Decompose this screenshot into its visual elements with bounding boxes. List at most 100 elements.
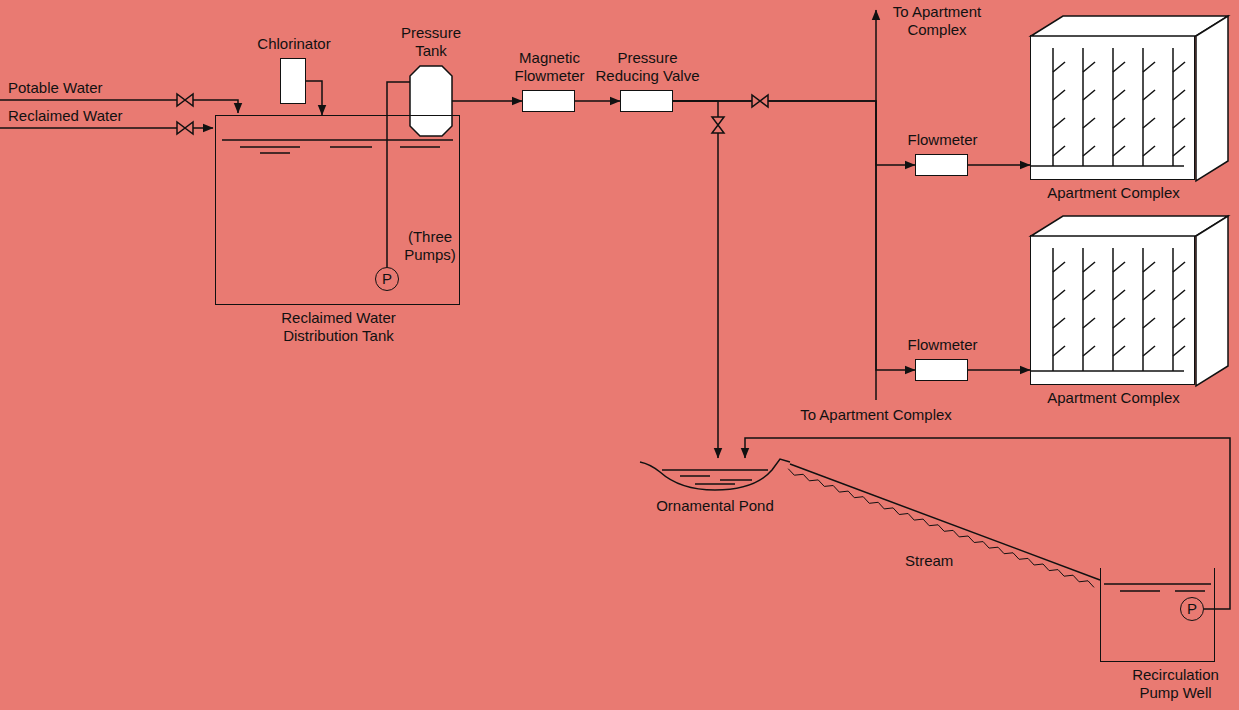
ornamental-pond: Ornamental Pond — [640, 458, 790, 492]
node-label: Pressure Reducing Valve — [592, 49, 704, 85]
roof-face — [1031, 16, 1228, 36]
riser-pipe — [1112, 248, 1114, 371]
flowmeter-box: Flowmeter — [915, 359, 968, 381]
branch-pipe — [1053, 90, 1065, 100]
node-label: Reclaimed Water Distribution Tank — [269, 309, 409, 345]
distribution-tank: PReclaimed Water Distribution Tank — [215, 115, 460, 305]
pump-symbol: P — [375, 267, 399, 291]
branch-pipe — [1143, 262, 1155, 272]
pipe-connector — [745, 438, 1230, 609]
branch-pipe — [1143, 290, 1155, 300]
pipe-work — [0, 10, 1211, 591]
valve-symbol — [712, 117, 724, 133]
tank-outline — [410, 66, 452, 136]
pipe-connector — [968, 164, 1030, 166]
outlet-label: To Apartment Complex — [776, 406, 976, 424]
flowmeter-box: Magnetic Flowmeter — [522, 90, 575, 112]
branch-pipe — [1143, 62, 1155, 72]
branch-pipe — [1083, 290, 1095, 300]
pipe-connector — [968, 369, 1030, 371]
ornamental-pond-outline — [640, 458, 790, 492]
riser-header — [1031, 165, 1184, 167]
branch-pipe — [1113, 146, 1125, 156]
riser-pipe — [1082, 48, 1084, 166]
branch-pipe — [1173, 146, 1185, 156]
inlet-label: Potable Water — [8, 79, 103, 97]
branch-pipe — [1173, 290, 1185, 300]
branch-pipe — [1113, 346, 1125, 356]
supply-trunk — [875, 10, 877, 400]
riser-pipe — [1172, 48, 1174, 166]
branch-pipe — [1053, 62, 1065, 72]
pipe-connector — [673, 101, 915, 370]
chlorinator-box: Chlorinator — [280, 58, 306, 104]
node-label: Magnetic Flowmeter — [505, 49, 595, 85]
well-water — [1104, 584, 1211, 591]
apartment-building-outline — [1031, 236, 1196, 386]
riser-pipe — [1172, 248, 1174, 371]
branch-pipe — [1113, 262, 1125, 272]
valve-box: Pressure Reducing Valve — [620, 90, 673, 112]
branch-pipe — [1113, 290, 1125, 300]
riser-pipe — [1112, 48, 1114, 166]
branch-pipe — [1173, 90, 1185, 100]
riser-pipe — [1142, 248, 1144, 371]
node-label: Chlorinator — [249, 35, 339, 53]
valve-symbol — [752, 95, 768, 107]
pump-letter: P — [1187, 600, 1197, 618]
branch-pipe — [1143, 318, 1155, 328]
branch-pipe — [1083, 90, 1095, 100]
outlet-label: To Apartment Complex — [884, 3, 990, 39]
side-face — [1196, 216, 1228, 386]
apartment-building: Apartment Complex — [1030, 235, 1195, 385]
branch-pipe — [1083, 146, 1095, 156]
riser-pipe — [1082, 248, 1084, 371]
node-label: Pressure Tank — [391, 24, 471, 60]
edge-label: Stream — [905, 552, 953, 570]
branch-pipe — [1053, 346, 1065, 356]
branch-pipe — [1143, 146, 1155, 156]
branch-pipe — [1173, 318, 1185, 328]
side-face — [1196, 16, 1228, 181]
branch-pipe — [1173, 262, 1185, 272]
riser-header — [1031, 370, 1184, 372]
riser-pipe — [1052, 248, 1054, 371]
pressure-tank: Pressure Tank — [410, 66, 452, 136]
pump-note: (Three Pumps) — [402, 228, 458, 264]
apartment-building: Apartment Complex — [1030, 35, 1195, 180]
branch-pipe — [1053, 118, 1065, 128]
branch-pipe — [1173, 346, 1185, 356]
pump-symbol: P — [1180, 597, 1204, 621]
node-label: Apartment Complex — [1029, 184, 1199, 202]
node-label: Ornamental Pond — [635, 497, 795, 515]
pipe-connector — [306, 81, 322, 115]
branch-pipe — [1113, 62, 1125, 72]
roof-face — [1031, 216, 1228, 236]
branch-pipe — [1083, 346, 1095, 356]
node-label: Flowmeter — [898, 336, 988, 354]
branch-pipe — [1143, 346, 1155, 356]
riser-pipe — [1142, 48, 1144, 166]
pump-letter: P — [382, 270, 392, 288]
node-label: Flowmeter — [898, 131, 988, 149]
pipe-connector — [387, 82, 410, 267]
pipe-connector — [673, 101, 915, 165]
branch-pipe — [1053, 318, 1065, 328]
stream-ripple — [788, 469, 1094, 588]
branch-pipe — [1083, 118, 1095, 128]
stream-channel — [790, 464, 1100, 580]
branch-pipe — [1053, 290, 1065, 300]
node-label: Apartment Complex — [1029, 389, 1199, 407]
branch-pipe — [1083, 262, 1095, 272]
tank-water — [222, 140, 453, 153]
pipe-connector — [673, 101, 718, 458]
branch-pipe — [1053, 146, 1065, 156]
branch-pipe — [1083, 318, 1095, 328]
valve-symbol — [177, 122, 193, 134]
inlet-label: Reclaimed Water — [8, 107, 122, 125]
branch-pipe — [1173, 118, 1185, 128]
flowmeter-box: Flowmeter — [915, 154, 968, 176]
pressure-tank-outline — [410, 66, 452, 136]
